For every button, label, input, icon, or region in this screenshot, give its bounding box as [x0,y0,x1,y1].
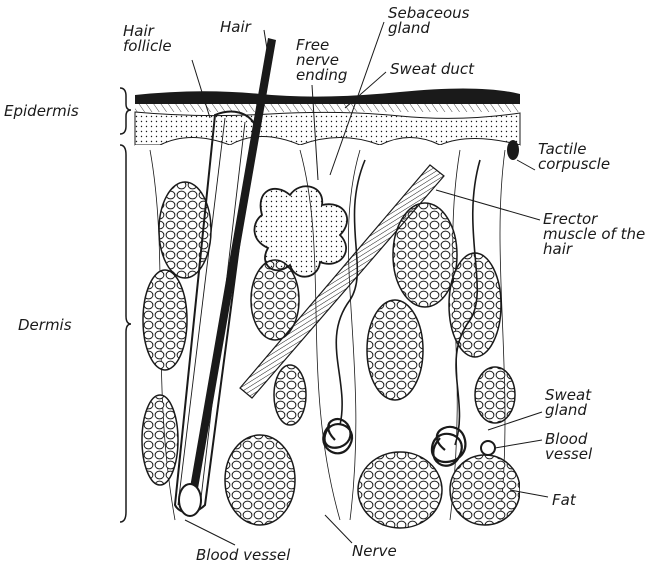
tactile-corpuscle-shape [507,140,519,160]
hair-bulb [179,484,201,516]
erector-muscle-label: Erector muscle of the hair [543,212,653,257]
sebaceous-gland-label: Sebaceous gland [388,6,473,36]
free-nerve-ending-label: Free nerve ending [296,38,358,83]
epidermis-label: Epidermis [4,104,79,119]
blood-vessel-right-label: Blood vessel [545,432,605,462]
dermis-label: Dermis [18,318,72,333]
hair-follicle-label: Hair follicle [123,24,183,54]
blood-vessel-bottom-label: Blood vessel [196,548,290,563]
layer-brackets [120,88,131,522]
nerve-label: Nerve [352,544,397,559]
sweat-gland-label: Sweat gland [545,388,605,418]
fat-label: Fat [552,493,576,508]
tactile-corpuscle-label: Tactile corpuscle [538,142,620,172]
blood-vessel-ring [481,441,495,455]
epidermis-layer [135,88,520,145]
hair-label: Hair [220,20,251,35]
sweat-duct-label: Sweat duct [390,62,474,77]
